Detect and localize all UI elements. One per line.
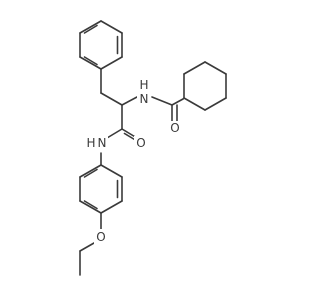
bond bbox=[100, 200, 123, 214]
bond bbox=[100, 164, 123, 178]
atom-nh-lower: H N bbox=[86, 135, 108, 150]
bond bbox=[183, 61, 206, 75]
atom-label-h: H bbox=[139, 78, 148, 92]
bond-carbonyl-cyclohexyl bbox=[171, 98, 184, 106]
bond bbox=[79, 200, 102, 214]
atom-label-h: H bbox=[86, 136, 95, 150]
atom-label-o: O bbox=[170, 121, 179, 135]
double-bond bbox=[83, 168, 98, 178]
atom-label-n: N bbox=[98, 136, 107, 150]
double-bond bbox=[83, 56, 98, 66]
atom-label-o: O bbox=[96, 230, 105, 244]
bond-carbonyl-nh-lower bbox=[106, 128, 123, 139]
atom-o-upper: O bbox=[168, 121, 182, 136]
bond bbox=[100, 56, 123, 70]
atom-o-lower: O bbox=[134, 136, 148, 151]
bond bbox=[204, 97, 227, 111]
bond bbox=[204, 61, 227, 75]
atom-label-o: O bbox=[136, 136, 145, 150]
double-bond bbox=[83, 24, 98, 34]
atom-o-ether: O bbox=[94, 229, 108, 244]
chemical-structure-diagram: H N O O H N O bbox=[79, 20, 227, 276]
bond bbox=[100, 20, 123, 34]
phenyl-ring-top bbox=[79, 20, 123, 70]
bond bbox=[79, 20, 102, 34]
bond bbox=[79, 164, 102, 178]
bond bbox=[183, 97, 206, 111]
ethoxyphenyl-ring bbox=[79, 164, 123, 214]
atom-label-n: N bbox=[140, 92, 149, 106]
bond-alpha-nh-upper bbox=[121, 96, 138, 106]
bond-nh-carbonyl-upper bbox=[151, 96, 173, 106]
bond-ch2-alpha bbox=[100, 92, 123, 106]
bond-ether-ch2 bbox=[79, 242, 95, 252]
double-bond bbox=[83, 200, 98, 210]
atom-nh-upper: H N bbox=[137, 78, 151, 106]
bond bbox=[79, 56, 102, 70]
cyclohexane-ring bbox=[183, 61, 227, 111]
